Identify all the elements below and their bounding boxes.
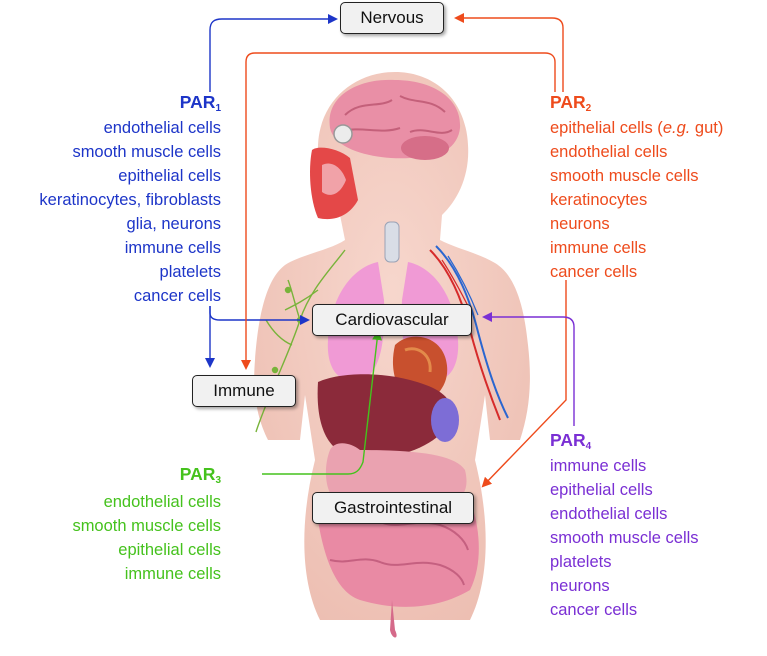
list-item: smooth muscle cells	[550, 167, 699, 185]
list-item: immune cells	[550, 457, 647, 475]
liver-illustration	[317, 374, 459, 459]
par4-title: PAR4	[550, 430, 592, 452]
list-item: immune cells	[124, 239, 221, 257]
par3-cell-list: endothelial cells smooth muscle cells epit…	[72, 490, 221, 586]
par2-cell-list: epithelial cells (e.g. gut) endothelial …	[550, 116, 723, 284]
par3-title: PAR3	[179, 464, 221, 486]
list-item: endothelial cells	[550, 143, 668, 161]
par2-arrow-immune	[241, 52, 556, 370]
list-item: cancer cells	[550, 263, 638, 281]
list-item: endothelial cells	[550, 505, 668, 523]
par1-arrow-nervous	[209, 14, 338, 92]
par2-arrow-nervous	[454, 13, 564, 92]
list-item: endothelial cells	[103, 493, 221, 511]
list-item: epithelial cells	[118, 167, 221, 185]
par1-cell-list: endothelial cells smooth muscle cells epit…	[39, 116, 221, 308]
par2-subscript: 2	[585, 103, 592, 114]
list-item: epithelial cells	[550, 481, 653, 499]
list-item: neurons	[550, 215, 610, 233]
par4-cell-list: immune cells epithelial cells endothelial …	[550, 454, 699, 622]
brain-illustration	[329, 79, 461, 160]
par1-subscript: 1	[215, 103, 221, 114]
cardiovascular-box: Cardiovascular	[312, 304, 472, 336]
nervous-box: Nervous	[340, 2, 444, 34]
list-item: cancer cells	[550, 601, 638, 619]
par3-subscript: 3	[215, 475, 221, 486]
list-item: platelets	[159, 263, 221, 281]
list-item: endothelial cells	[103, 119, 221, 137]
list-item: smooth muscle cells	[550, 529, 699, 547]
list-item: smooth muscle cells	[72, 517, 221, 535]
airway-illustration	[310, 147, 400, 263]
list-item: platelets	[550, 553, 612, 571]
par2-title: PAR2	[550, 92, 592, 114]
par4-subscript: 4	[585, 441, 592, 452]
par2-arrow-gastrointestinal	[481, 280, 567, 488]
gastrointestinal-box: Gastrointestinal	[312, 492, 474, 524]
par1-arrows	[205, 14, 338, 368]
par3-arrow-cardiovascular	[262, 330, 383, 475]
list-item: keratinocytes, fibroblasts	[39, 191, 221, 209]
par4-arrows	[482, 312, 575, 426]
list-item: epithelial cells (e.g. gut)	[550, 119, 724, 137]
par4-arrow-cardiovascular	[482, 312, 575, 426]
list-item: immune cells	[124, 565, 221, 583]
list-item: immune cells	[550, 239, 647, 257]
list-item: glia, neurons	[126, 215, 221, 233]
list-item: smooth muscle cells	[72, 143, 221, 161]
list-item: neurons	[550, 577, 610, 595]
list-item: epithelial cells	[118, 541, 221, 559]
list-item: keratinocytes	[550, 191, 648, 209]
immune-box: Immune	[192, 375, 296, 407]
list-item: cancer cells	[133, 287, 221, 305]
par1-title: PAR1	[179, 92, 221, 114]
par3-arrows	[262, 330, 383, 475]
par2-arrows	[241, 13, 567, 488]
